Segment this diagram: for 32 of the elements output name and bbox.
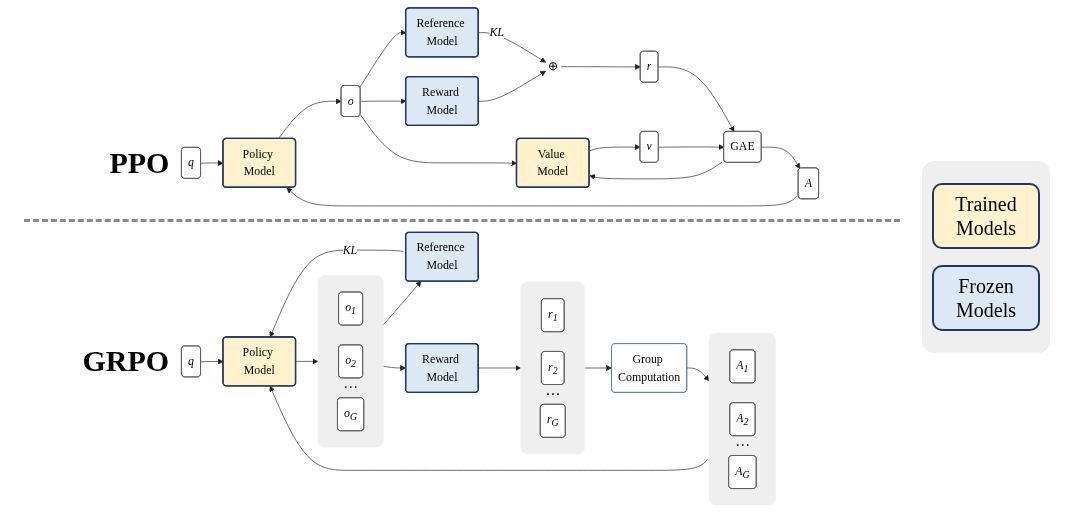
variable-box: o$_{2}$ <box>338 344 363 379</box>
legend-label: Trained Models <box>954 191 1018 240</box>
variable-box: r$_{G}$ <box>539 404 566 438</box>
variable-box: o$_{G}$ <box>337 397 365 432</box>
model-box: Policy Model <box>222 336 297 387</box>
variable-box: o$_{1}$ <box>338 291 363 326</box>
variable-box: A$_{2}$ <box>729 402 756 437</box>
model-box: Policy Model <box>222 137 297 188</box>
model-box: Reference Model <box>404 231 479 282</box>
model-box: Reward Model <box>404 75 479 127</box>
legend-label: Frozen Models <box>955 273 1017 322</box>
sum-symbol: ⊕ <box>547 59 558 73</box>
variable-box: A$_{1}$ <box>729 349 756 384</box>
model-box: Reward Model <box>404 342 479 394</box>
ellipsis: ⋯ <box>734 438 750 454</box>
variable-box: r <box>639 50 659 83</box>
ellipsis: ⋯ <box>545 386 561 402</box>
section-heading: PPO <box>109 147 170 178</box>
variable-box: r$_{1}$ <box>541 298 565 332</box>
variable-box: q <box>181 345 201 378</box>
variable-box: A$_{G}$ <box>728 455 757 489</box>
ellipsis: ⋯ <box>343 380 359 396</box>
model-box: Value Model <box>515 137 590 188</box>
variable-box: q <box>181 147 201 179</box>
variable-box: r$_{2}$ <box>541 351 565 385</box>
process-box: Group Computation <box>611 343 688 393</box>
variable-box: v <box>639 131 659 163</box>
process-box: GAE <box>723 131 762 163</box>
section-heading: GRPO <box>82 346 170 377</box>
model-box: Reference Model <box>404 7 479 58</box>
variable-box: o <box>340 85 361 117</box>
variable-box: A <box>797 167 819 200</box>
